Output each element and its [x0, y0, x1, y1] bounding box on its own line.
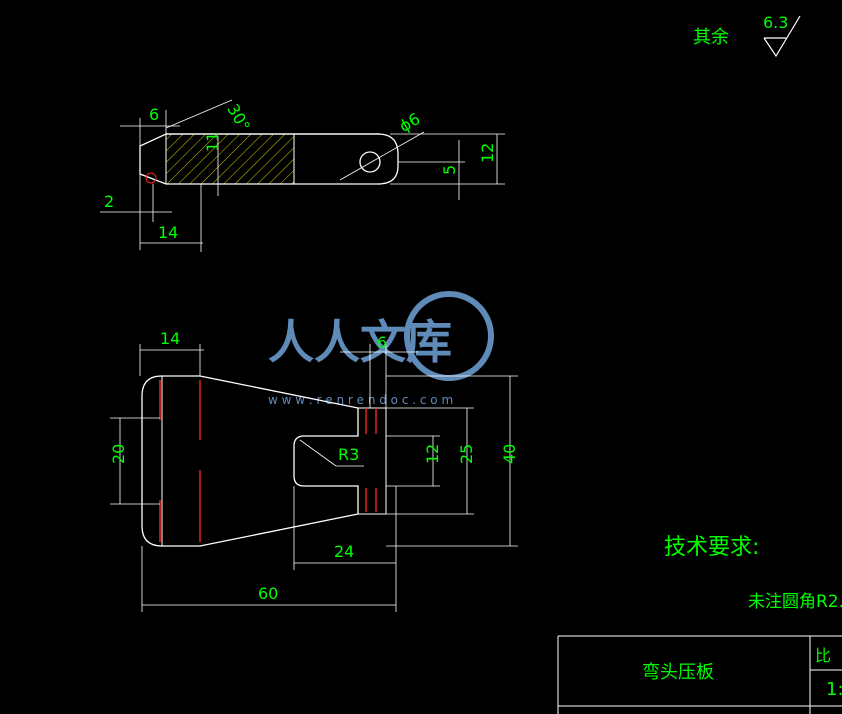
- dim-total-len: 60: [258, 584, 278, 603]
- front-outline: [141, 375, 359, 547]
- dim-thickness-inner: 11: [203, 132, 222, 152]
- roughness-symbol: 其余 6.3: [693, 13, 801, 58]
- dim-bend-top: 14: [158, 223, 178, 242]
- dim-opening: 25: [457, 444, 476, 464]
- scale-label: 比: [815, 646, 831, 665]
- dim-angle: 30°: [223, 101, 254, 135]
- tech-line: 未注圆角R2.5: [748, 592, 842, 612]
- dim-hole-height: 5: [440, 165, 459, 175]
- part-name: 弯头压板: [642, 662, 714, 683]
- front-view: 14 6 R3 20 12 25 40 24 60: [109, 329, 519, 612]
- hole-circle: [359, 151, 381, 173]
- title-block: 弯头压板 比 1:: [557, 635, 842, 714]
- top-view: 6 30° ϕ6 11 5 12 2 14: [100, 99, 505, 252]
- watermark-logo-icon: [404, 291, 494, 381]
- watermark-text: 人人文库: [268, 315, 452, 369]
- dim-hole: ϕ6: [396, 109, 423, 136]
- dim-tip: 2: [104, 192, 114, 211]
- dim-thickness: 12: [478, 143, 497, 163]
- section-hatch: [166, 134, 294, 184]
- dim-total-width: 40: [500, 444, 519, 464]
- dim-slot-width: 12: [423, 444, 442, 464]
- watermark: 人人文库 w w w . r e n r e n d o c . c o m: [268, 291, 494, 407]
- dim-slot-len: 24: [334, 542, 354, 561]
- watermark-url: w w w . r e n r e n d o c . c o m: [268, 393, 453, 407]
- roughness-label: 其余: [693, 27, 729, 48]
- tech-requirements: 技术要求: 未注圆角R2.5: [664, 535, 842, 612]
- dim-slot: 6: [377, 333, 387, 352]
- tech-title: 技术要求:: [664, 535, 759, 560]
- roughness-check-icon: [763, 15, 801, 58]
- dim-radius: R3: [338, 445, 359, 464]
- dim-inner-width: 20: [109, 444, 128, 464]
- scale-value: 1:: [826, 679, 842, 700]
- roughness-value: 6.3: [763, 13, 788, 32]
- top-outline: [139, 133, 399, 185]
- dim-bend-front: 14: [160, 329, 180, 348]
- dim-chamfer: 6: [149, 105, 159, 124]
